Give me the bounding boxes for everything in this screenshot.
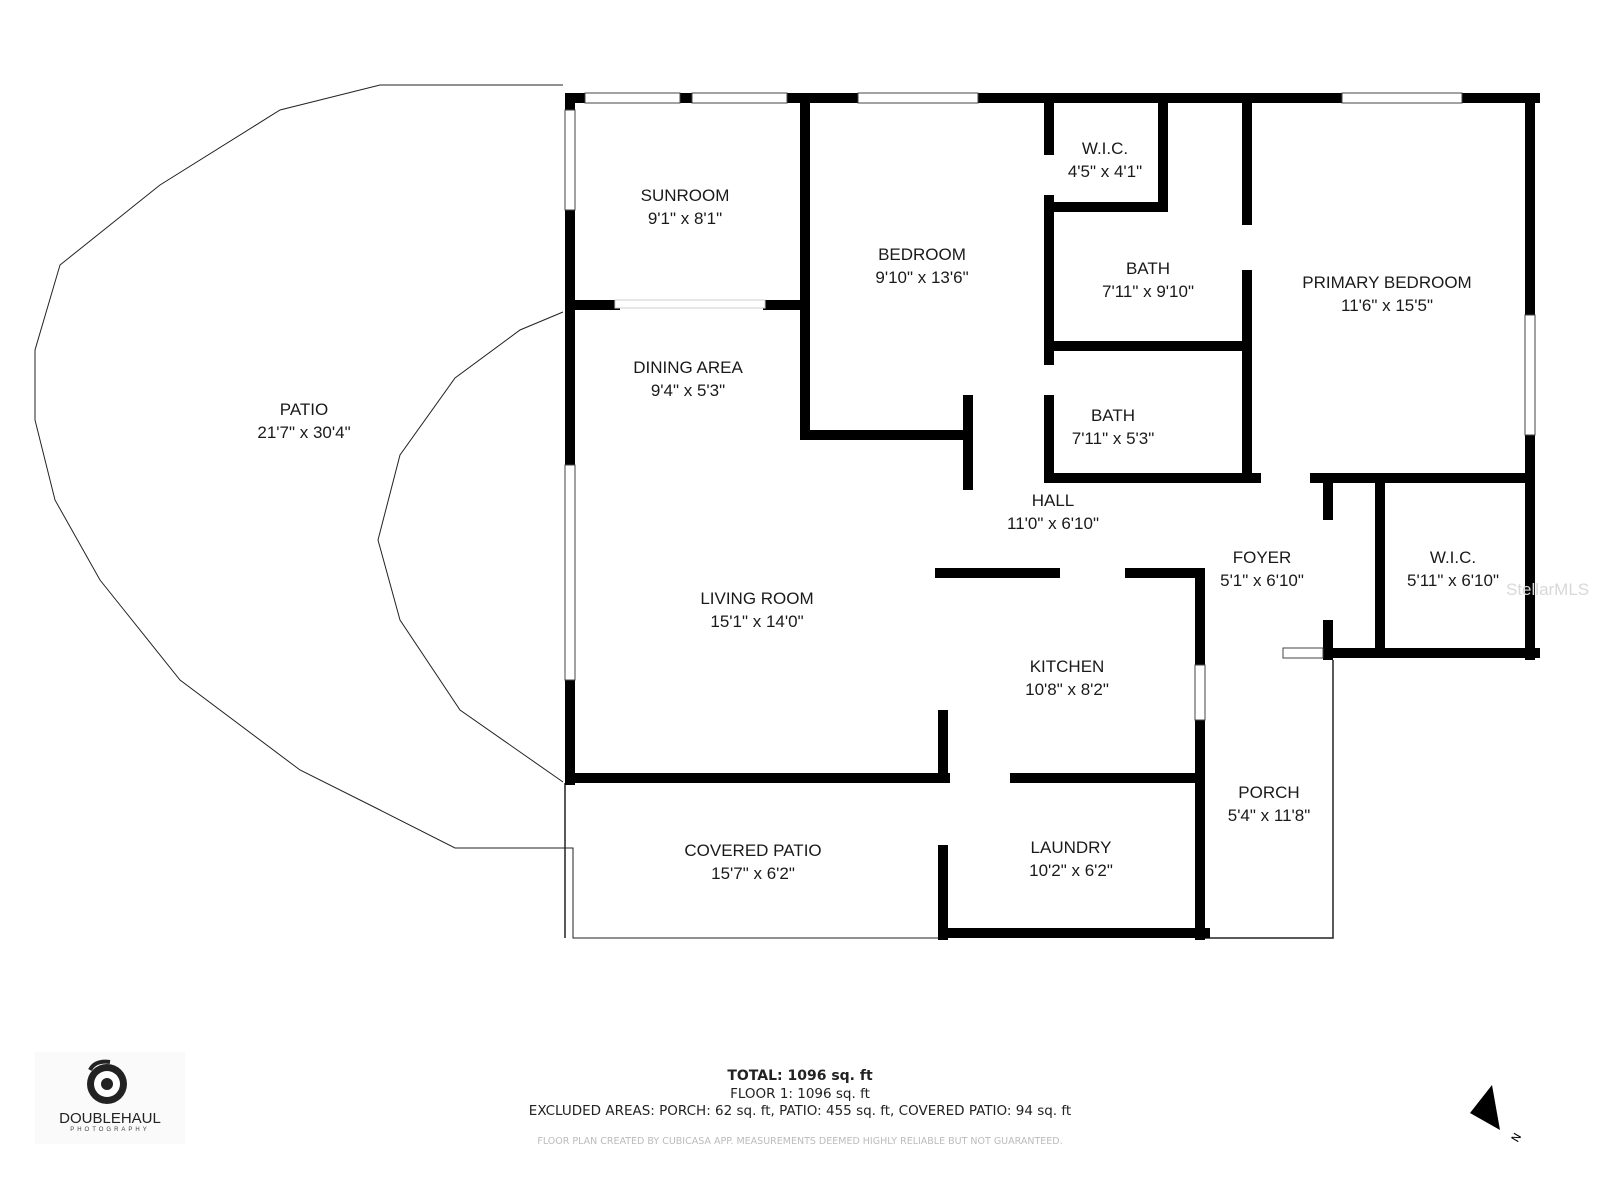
room-name: COVERED PATIO <box>684 841 822 860</box>
room-dims: 5'1" x 6'10" <box>1220 571 1304 590</box>
room-name: LAUNDRY <box>1030 838 1112 857</box>
patio-inner-outline <box>377 311 564 783</box>
room-dims: 10'2" x 6'2" <box>1029 861 1113 880</box>
room-dims: 9'10" x 13'6" <box>875 268 969 287</box>
room-living-room: LIVING ROOM 15'1" x 14'0" <box>700 587 813 633</box>
room-dims: 7'11" x 9'10" <box>1102 282 1194 301</box>
room-wic-2: W.I.C. 5'11" x 6'10" <box>1407 546 1499 592</box>
room-dims: 21'7" x 30'4" <box>257 423 351 442</box>
room-name: HALL <box>1031 491 1075 510</box>
room-dims: 11'0" x 6'10" <box>1007 514 1099 533</box>
camera-aperture-icon <box>87 1059 127 1104</box>
room-dims: 9'1" x 8'1" <box>647 209 723 228</box>
porch-outline <box>1205 660 1334 939</box>
room-dims: 10'8" x 8'2" <box>1025 680 1109 699</box>
room-covered-patio: COVERED PATIO 15'7" x 6'2" <box>684 839 821 885</box>
room-sunroom: SUNROOM 9'1" x 8'1" <box>641 184 730 230</box>
disclaimer: FLOOR PLAN CREATED BY CUBICASA APP. MEAS… <box>537 1136 1063 1147</box>
room-name: PRIMARY BEDROOM <box>1302 273 1472 292</box>
room-dims: 5'11" x 6'10" <box>1407 571 1499 590</box>
logo: DOUBLEHAUL PHOTOGRAPHY <box>35 1052 185 1144</box>
room-dims: 15'1" x 14'0" <box>710 612 804 631</box>
logo-title: DOUBLEHAUL <box>59 1110 161 1127</box>
walls <box>565 93 1540 940</box>
room-dims: 5'4" x 11'8" <box>1227 806 1311 825</box>
patio-outline <box>34 84 943 939</box>
room-primary-bedroom: PRIMARY BEDROOM 11'6" x 15'5" <box>1302 271 1471 317</box>
watermark: StellarMLS <box>1506 580 1590 599</box>
room-name: W.I.C. <box>1081 139 1129 158</box>
north-label: N <box>1509 1131 1524 1145</box>
room-name: BATH <box>1125 259 1171 278</box>
room-dims: 9'4" x 5'3" <box>650 381 726 400</box>
room-name: PATIO <box>279 400 329 419</box>
room-name: PORCH <box>1238 783 1300 802</box>
room-bath-2: BATH 7'11" x 5'3" <box>1072 404 1155 450</box>
north-arrow-icon: N <box>1470 1085 1524 1145</box>
logo-subtitle: PHOTOGRAPHY <box>70 1127 150 1133</box>
room-wic-1: W.I.C. 4'5" x 4'1" <box>1068 137 1142 183</box>
room-dining-area: DINING AREA 9'4" x 5'3" <box>633 356 743 402</box>
room-laundry: LAUNDRY 10'2" x 6'2" <box>1029 836 1113 882</box>
floor-area: FLOOR 1: 1096 sq. ft <box>730 1086 870 1102</box>
room-name: SUNROOM <box>640 186 730 205</box>
room-patio: PATIO 21'7" x 30'4" <box>257 398 350 444</box>
room-dims: 11'6" x 15'5" <box>1341 296 1433 315</box>
room-name: BATH <box>1090 406 1136 425</box>
room-foyer: FOYER 5'1" x 6'10" <box>1220 546 1304 592</box>
room-bedroom: BEDROOM 9'10" x 13'6" <box>875 243 968 289</box>
windows <box>564 92 1536 721</box>
room-porch: PORCH 5'4" x 11'8" <box>1228 781 1311 827</box>
excluded-areas: EXCLUDED AREAS: PORCH: 62 sq. ft, PATIO:… <box>528 1103 1072 1119</box>
room-bath-1: BATH 7'11" x 9'10" <box>1102 257 1194 303</box>
room-name: KITCHEN <box>1029 657 1105 676</box>
room-name: LIVING ROOM <box>700 589 814 608</box>
room-name: BEDROOM <box>878 245 966 264</box>
room-dims: 7'11" x 5'3" <box>1071 429 1155 448</box>
room-name: FOYER <box>1232 548 1292 567</box>
room-name: W.I.C. <box>1429 548 1477 567</box>
total-area: TOTAL: 1096 sq. ft <box>727 1068 873 1084</box>
room-name: DINING AREA <box>633 358 743 377</box>
room-kitchen: KITCHEN 10'8" x 8'2" <box>1025 655 1109 701</box>
room-dims: 15'7" x 6'2" <box>711 864 795 883</box>
room-hall: HALL 11'0" x 6'10" <box>1007 489 1099 535</box>
room-dims: 4'5" x 4'1" <box>1067 162 1143 181</box>
